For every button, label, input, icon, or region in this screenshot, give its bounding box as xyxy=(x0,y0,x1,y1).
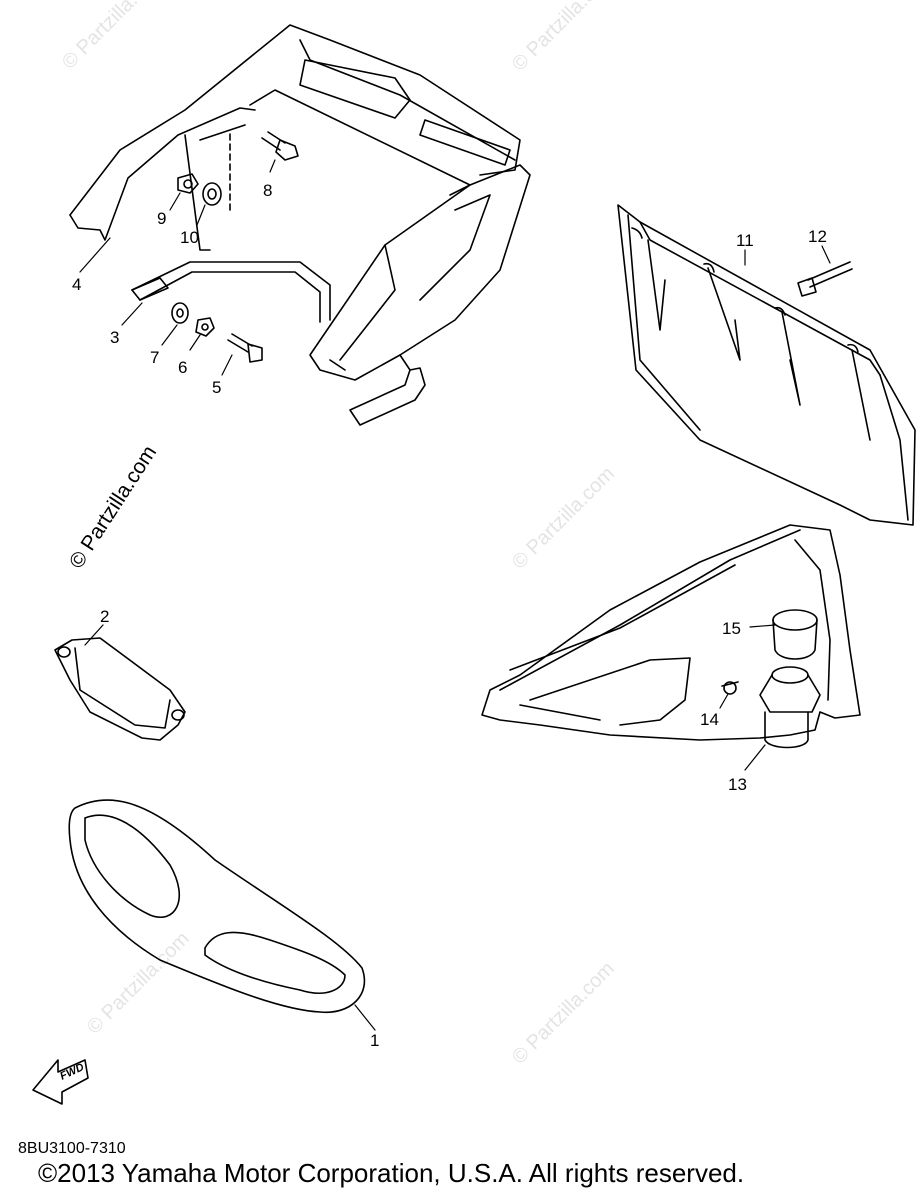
part-10-washer xyxy=(202,182,222,206)
watermark: © Partzilla.com xyxy=(58,0,169,74)
callout-15: 15 xyxy=(722,619,741,638)
part-13-socket xyxy=(759,666,821,749)
callouts: 1 2 3 4 5 6 7 8 9 10 11 12 13 14 15 xyxy=(72,181,827,1050)
callout-4: 4 xyxy=(72,275,81,294)
fwd-label: FWD xyxy=(58,1061,86,1082)
watermark: © Partzilla.com xyxy=(508,0,619,76)
diagram-part-code: 8BU3100-7310 xyxy=(18,1140,126,1157)
callout-11: 11 xyxy=(736,231,754,250)
part-11-guard xyxy=(617,204,916,526)
part-4-frame xyxy=(69,24,531,381)
callout-14: 14 xyxy=(700,710,719,729)
part-12-rivet xyxy=(797,261,853,297)
callout-5: 5 xyxy=(212,378,221,397)
fwd-arrow xyxy=(32,1059,89,1105)
part-5-bolt xyxy=(227,333,263,363)
callout-7: 7 xyxy=(150,348,159,367)
part-8-bolt xyxy=(261,131,299,161)
watermark: © Partzilla.com xyxy=(83,928,194,1039)
callout-8: 8 xyxy=(263,181,272,200)
watermark: © Partzilla.com xyxy=(508,463,619,574)
callout-1: 1 xyxy=(370,1031,379,1050)
part-7-washer xyxy=(171,302,189,324)
callout-12: 12 xyxy=(808,227,827,246)
watermark-dark: © Partzilla.com xyxy=(65,442,161,573)
callout-3: 3 xyxy=(110,328,119,347)
callout-13: 13 xyxy=(728,775,747,794)
callout-10: 10 xyxy=(180,228,199,247)
part-14-clip xyxy=(721,681,739,695)
watermark-layer: © Partzilla.com © Partzilla.com © Partzi… xyxy=(58,0,619,1069)
callout-2: 2 xyxy=(100,607,109,626)
part-1-cover xyxy=(68,799,366,1014)
callout-9: 9 xyxy=(157,209,166,228)
part-6-nut xyxy=(195,317,215,337)
leader-lines xyxy=(79,159,831,1031)
copyright-notice: ©2013 Yamaha Motor Corporation, U.S.A. A… xyxy=(38,1158,745,1188)
part-3-bar xyxy=(131,261,426,426)
part-15-grommet xyxy=(772,609,818,660)
part-2-vent xyxy=(54,637,186,741)
callout-6: 6 xyxy=(178,358,187,377)
part-9-nut xyxy=(177,173,199,194)
watermark: © Partzilla.com xyxy=(508,958,619,1069)
side-shell xyxy=(481,524,861,741)
